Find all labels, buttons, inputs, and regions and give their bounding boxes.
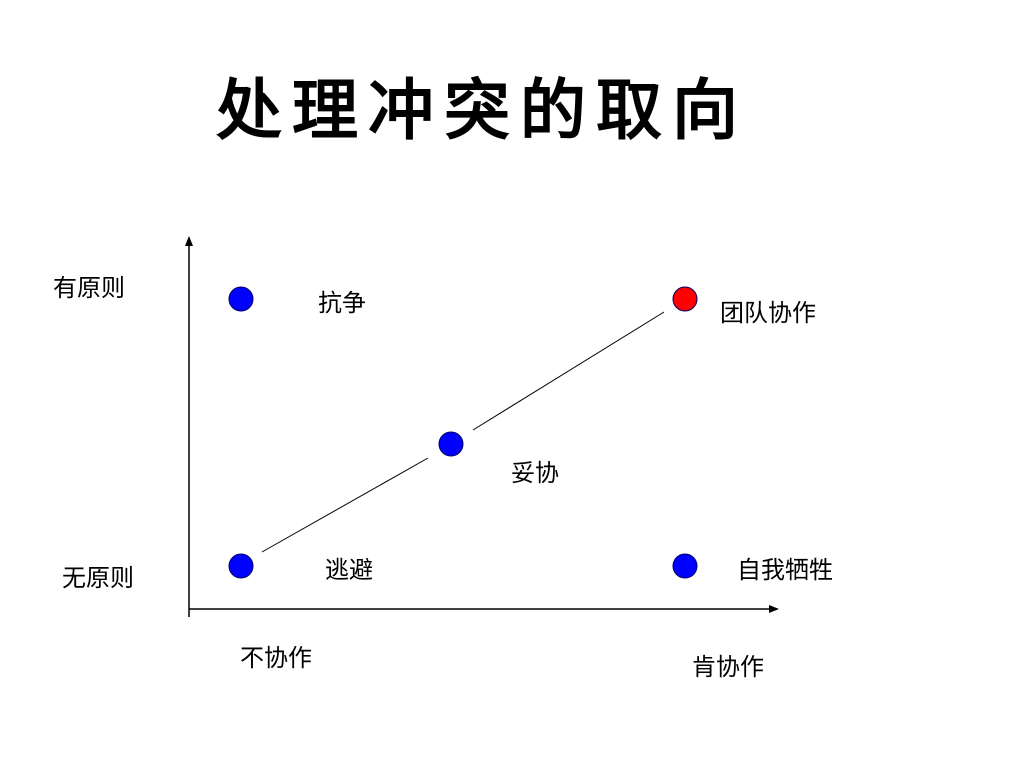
point-teamwork [672, 286, 698, 312]
x-axis-left-label: 不协作 [240, 644, 312, 672]
point-label-compete: 抗争 [318, 289, 366, 317]
point-label-teamwork: 团队协作 [720, 299, 816, 327]
point-compete [228, 286, 254, 312]
x-axis-right-label: 肯协作 [692, 653, 764, 681]
y-axis-arrow [185, 236, 193, 246]
connector-avoid-to-compromise [261, 457, 429, 553]
point-label-compromise: 妥协 [511, 459, 559, 487]
x-axis-arrow [769, 605, 779, 613]
y-axis-top-label: 有原则 [53, 274, 125, 302]
point-label-self-sacrifice: 自我牺牲 [737, 556, 833, 584]
point-label-avoid: 逃避 [325, 556, 373, 584]
y-axis-bottom-label: 无原则 [62, 564, 134, 592]
point-self-sacrifice [672, 553, 698, 579]
point-compromise [438, 431, 464, 457]
connector-compromise-to-teamwork [472, 311, 665, 431]
slide-title: 处理冲突的取向 [216, 71, 748, 149]
point-avoid [228, 553, 254, 579]
